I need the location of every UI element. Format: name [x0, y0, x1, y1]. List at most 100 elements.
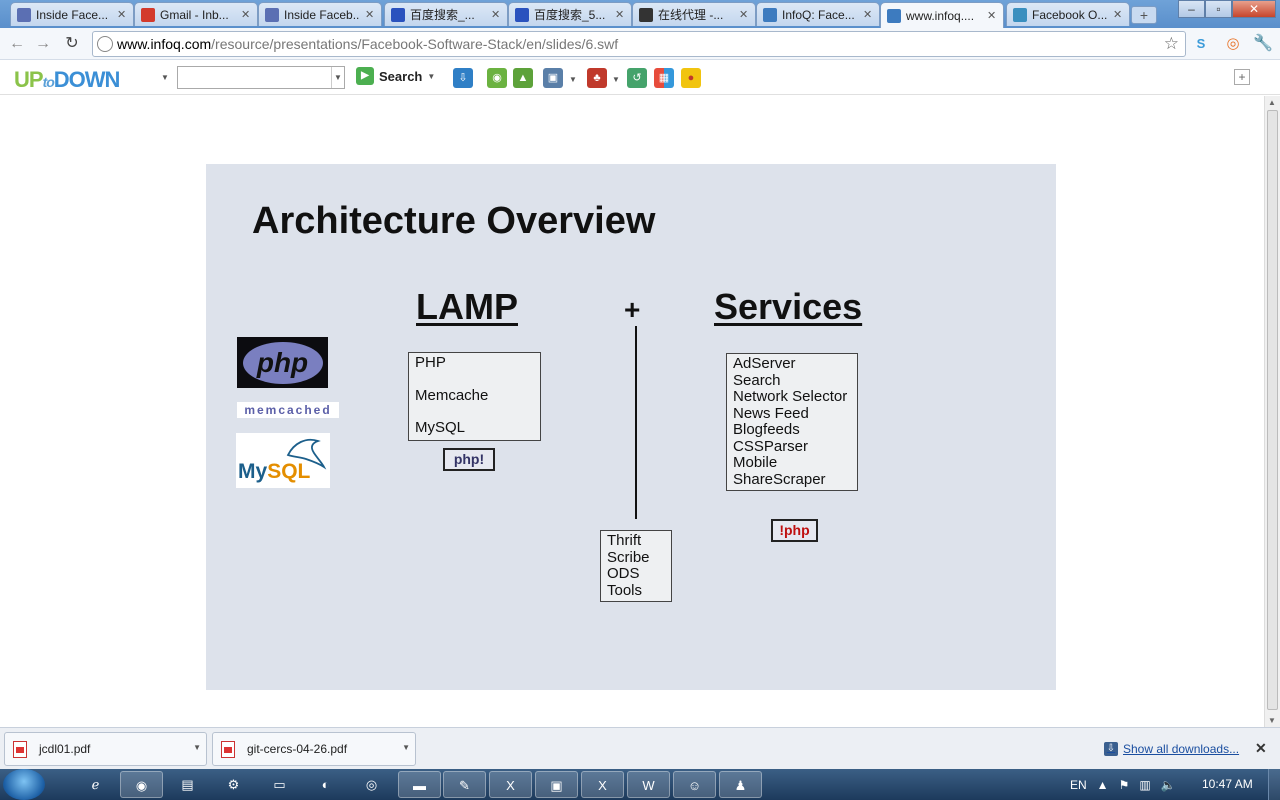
- minimize-button[interactable]: –: [1178, 0, 1205, 18]
- close-tab-icon[interactable]: ✕: [491, 9, 501, 21]
- toolbar-add-icon[interactable]: +: [1234, 69, 1250, 85]
- search-history-dropdown-icon[interactable]: ▼: [331, 67, 344, 88]
- taskbar-app-icon[interactable]: ✎: [443, 771, 486, 798]
- back-arrow-icon[interactable]: ←: [9, 35, 25, 52]
- taskbar-app-icon[interactable]: ▤: [181, 777, 194, 792]
- tool-item: ODS: [607, 565, 640, 582]
- toolbar-search-input[interactable]: ▼: [177, 66, 345, 89]
- extension-circle-icon[interactable]: ◎: [1226, 35, 1240, 52]
- messenger-taskbar-icon[interactable]: ☺: [673, 771, 716, 798]
- network-icon[interactable]: ▥: [1139, 777, 1151, 792]
- vertical-scrollbar[interactable]: ▲ ▼: [1264, 96, 1280, 727]
- uptodown-logo[interactable]: UPtoDOWN: [14, 67, 120, 93]
- download-tool-icon[interactable]: ⇩: [453, 68, 473, 88]
- tab-title: 百度搜索_5...: [534, 8, 606, 22]
- tray-expand-icon[interactable]: ▲: [1096, 777, 1109, 792]
- system-tray: EN ▲ ⚑ ▥ 🔈: [1070, 769, 1176, 800]
- show-all-downloads-link[interactable]: ⇩ Show all downloads...: [1104, 742, 1239, 756]
- service-item: AdServer: [733, 355, 796, 372]
- plus-sign: +: [624, 294, 641, 325]
- reload-icon[interactable]: ↻: [65, 35, 79, 52]
- browser-tab[interactable]: Inside Faceb...✕: [258, 2, 382, 26]
- search-dropdown-icon[interactable]: ▼: [427, 71, 436, 81]
- chrome-taskbar-icon[interactable]: ◉: [120, 771, 163, 798]
- start-button[interactable]: [3, 769, 45, 800]
- browser-tab[interactable]: Gmail - Inb...✕: [134, 2, 258, 26]
- taskbar-clock[interactable]: 10:47 AM: [1202, 777, 1253, 791]
- divider-line: [635, 326, 637, 519]
- download-item[interactable]: jcdl01.pdf ▼: [4, 732, 207, 766]
- scrollbar-thumb[interactable]: [1267, 110, 1278, 710]
- rss-icon[interactable]: ◉: [487, 68, 507, 88]
- games-dropdown-icon[interactable]: ▼: [612, 75, 620, 84]
- tab-title: www.infoq....: [906, 8, 975, 23]
- apps-grid-icon[interactable]: ▦: [654, 68, 674, 88]
- logo-to: to: [42, 74, 55, 90]
- save-disk-icon[interactable]: ▣: [543, 68, 563, 88]
- url-path: /resource/presentations/Facebook-Softwar…: [211, 36, 619, 52]
- taskbar-app-icon[interactable]: ◎: [365, 777, 378, 792]
- page-content: Architecture Overview php memcached MySQ…: [0, 96, 1264, 727]
- close-tab-icon[interactable]: ✕: [365, 9, 375, 21]
- browser-tab[interactable]: 百度搜索_...✕: [384, 2, 508, 26]
- infoq-icon: [763, 7, 777, 22]
- service-item: CSSParser: [733, 437, 809, 455]
- browser-tab[interactable]: 百度搜索_5... ✕: [508, 2, 632, 26]
- download-menu-caret-icon[interactable]: ▼: [193, 743, 201, 752]
- close-tab-icon[interactable]: ✕: [117, 9, 127, 21]
- explorer-taskbar-icon[interactable]: ▬: [398, 771, 441, 798]
- new-tab-button[interactable]: +: [1131, 6, 1157, 24]
- close-tab-icon[interactable]: ✕: [987, 10, 997, 22]
- browser-tab[interactable]: Facebook O... ✕: [1006, 2, 1130, 26]
- show-desktop-button[interactable]: [1268, 769, 1280, 800]
- qq-taskbar-icon[interactable]: ♟: [719, 771, 762, 798]
- close-tab-icon[interactable]: ✕: [615, 9, 625, 21]
- scroll-down-arrow-icon[interactable]: ▼: [1268, 716, 1276, 725]
- close-tab-icon[interactable]: ✕: [863, 9, 873, 21]
- download-menu-caret-icon[interactable]: ▼: [402, 743, 410, 752]
- scroll-up-arrow-icon[interactable]: ▲: [1268, 98, 1276, 107]
- services-box: AdServer Search Network Selector News Fe…: [726, 353, 858, 491]
- close-tab-icon[interactable]: ✕: [1113, 9, 1123, 21]
- word-taskbar-icon[interactable]: W: [627, 771, 670, 798]
- volume-icon[interactable]: 🔈: [1160, 777, 1176, 792]
- forward-arrow-icon[interactable]: →: [35, 35, 51, 52]
- taskbar-app-icon[interactable]: ▣: [535, 771, 578, 798]
- wrench-menu-icon[interactable]: 🔧: [1253, 35, 1273, 52]
- service-item: News Feed: [733, 404, 809, 422]
- maximize-button[interactable]: ▫: [1205, 0, 1232, 18]
- browser-tab[interactable]: www.infoq.... ✕: [880, 2, 1004, 28]
- refresh-tool-icon[interactable]: ↺: [627, 68, 647, 88]
- close-tab-icon[interactable]: ✕: [241, 9, 251, 21]
- bookmark-star-icon[interactable]: ☆: [1163, 34, 1179, 53]
- language-indicator[interactable]: EN: [1070, 777, 1087, 792]
- flash-slide[interactable]: Architecture Overview php memcached MySQ…: [206, 164, 1056, 690]
- tool-item: Thrift: [607, 532, 642, 549]
- browser-tab[interactable]: 在线代理 -...✕: [632, 2, 756, 26]
- baidu-paw-icon: [391, 7, 405, 22]
- browser-tab[interactable]: InfoQ: Face...✕: [756, 2, 880, 26]
- toolbar-search-button[interactable]: ▶ Search ▼: [356, 67, 435, 85]
- notifications-icon[interactable]: ●: [681, 68, 701, 88]
- browser-tab[interactable]: Inside Face...✕: [10, 2, 134, 26]
- taskbar-app-icon[interactable]: ◐: [321, 777, 330, 792]
- windows-taskbar: ℯ ◉ ▤ ⚙ ▭ ◐ ◎ ▬ ✎ X ▣ X W ☺ ♟ EN ▲ ⚑ ▥ 🔈…: [0, 769, 1280, 800]
- address-bar[interactable]: www.infoq.com/resource/presentations/Fac…: [92, 31, 1186, 57]
- thumbs-up-icon[interactable]: ▲: [513, 68, 533, 88]
- taskbar-app-icon[interactable]: ⚙: [227, 777, 240, 792]
- tab-title: Facebook O...: [1032, 7, 1108, 22]
- php-tag: php!: [443, 448, 495, 471]
- games-icon[interactable]: ♣: [587, 68, 607, 88]
- close-window-button[interactable]: ✕: [1232, 0, 1276, 18]
- close-downloads-bar-icon[interactable]: ✕: [1255, 740, 1267, 756]
- ie-taskbar-icon[interactable]: ℯ: [91, 777, 100, 792]
- save-dropdown-icon[interactable]: ▼: [569, 75, 577, 84]
- taskbar-app-icon[interactable]: X: [489, 771, 532, 798]
- taskbar-app-icon[interactable]: ▭: [273, 777, 286, 792]
- skype-extension-icon[interactable]: S: [1196, 36, 1206, 51]
- excel-taskbar-icon[interactable]: X: [581, 771, 624, 798]
- action-center-flag-icon[interactable]: ⚑: [1118, 777, 1130, 792]
- close-tab-icon[interactable]: ✕: [739, 9, 749, 21]
- download-item[interactable]: git-cercs-04-26.pdf ▼: [212, 732, 416, 766]
- logo-dropdown-icon[interactable]: ▼: [161, 73, 169, 82]
